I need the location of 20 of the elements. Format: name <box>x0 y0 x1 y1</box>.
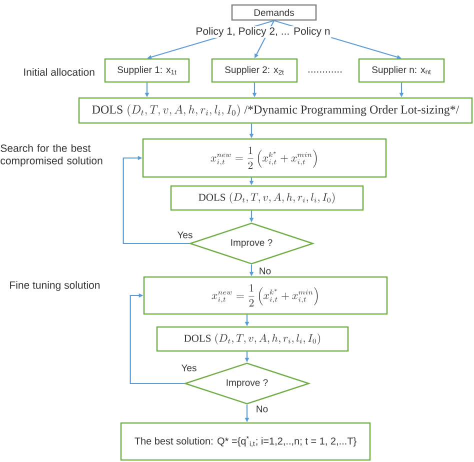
formula-box: $x_{i,t}^{new}=\frac{1}{2}\left(x_{i,t}^{k^{*}}+x_{i,t}^{min}\right)$ <box>143 276 388 315</box>
process-box: Supplier 2: x$_{2t}$ <box>211 58 298 83</box>
feedback-arrow <box>130 293 184 384</box>
process-box: $\mathrm{DOLS}\;(D_{t}, T, v, A, h, r_{i}, l_{i}, I_{0})$ <box>156 326 349 352</box>
side-label: Fine tuning solution <box>10 281 100 291</box>
edge-label: No <box>258 266 272 276</box>
process-box: $\mathrm{DOLS}\;(D_{t}, T, v, A, h, r_{i}, l_{i}, I_{0})\;\textrm{/*Dynamic Programming Order Lot-sizing*/}$ <box>78 97 473 124</box>
edge-label: No <box>254 404 270 414</box>
formula-box: $x_{i,t}^{new}=\frac{1}{2}\left(x_{i,t}^{k^{*}}+x_{i,t}^{min}\right)$ <box>142 138 387 178</box>
edge-label: Yes <box>180 364 198 372</box>
feedback-arrow <box>122 156 190 244</box>
branch-label: Policy 1, Policy 2, ... Policy n <box>194 26 332 38</box>
process-box: Supplier n: x$_{nt}$ <box>358 58 445 83</box>
process-box: Supplier 1: x$_{1t}$ <box>104 58 190 83</box>
side-label: Initial allocation <box>24 68 94 76</box>
input-box: Demands <box>231 4 317 21</box>
side-label: Search for the best compromised solution <box>0 144 102 166</box>
ellipsis: ............ <box>308 71 342 73</box>
process-box: $\mathrm{DOLS}\;(D_{t}, T, v, A, h, r_{i}, l_{i}, I_{0})$ <box>170 185 364 211</box>
result-box: The best solution: Q* ={q$^{*}$$_{i,t}$; i=1,2,..,n; t = 1, 2,...T} <box>120 422 371 461</box>
